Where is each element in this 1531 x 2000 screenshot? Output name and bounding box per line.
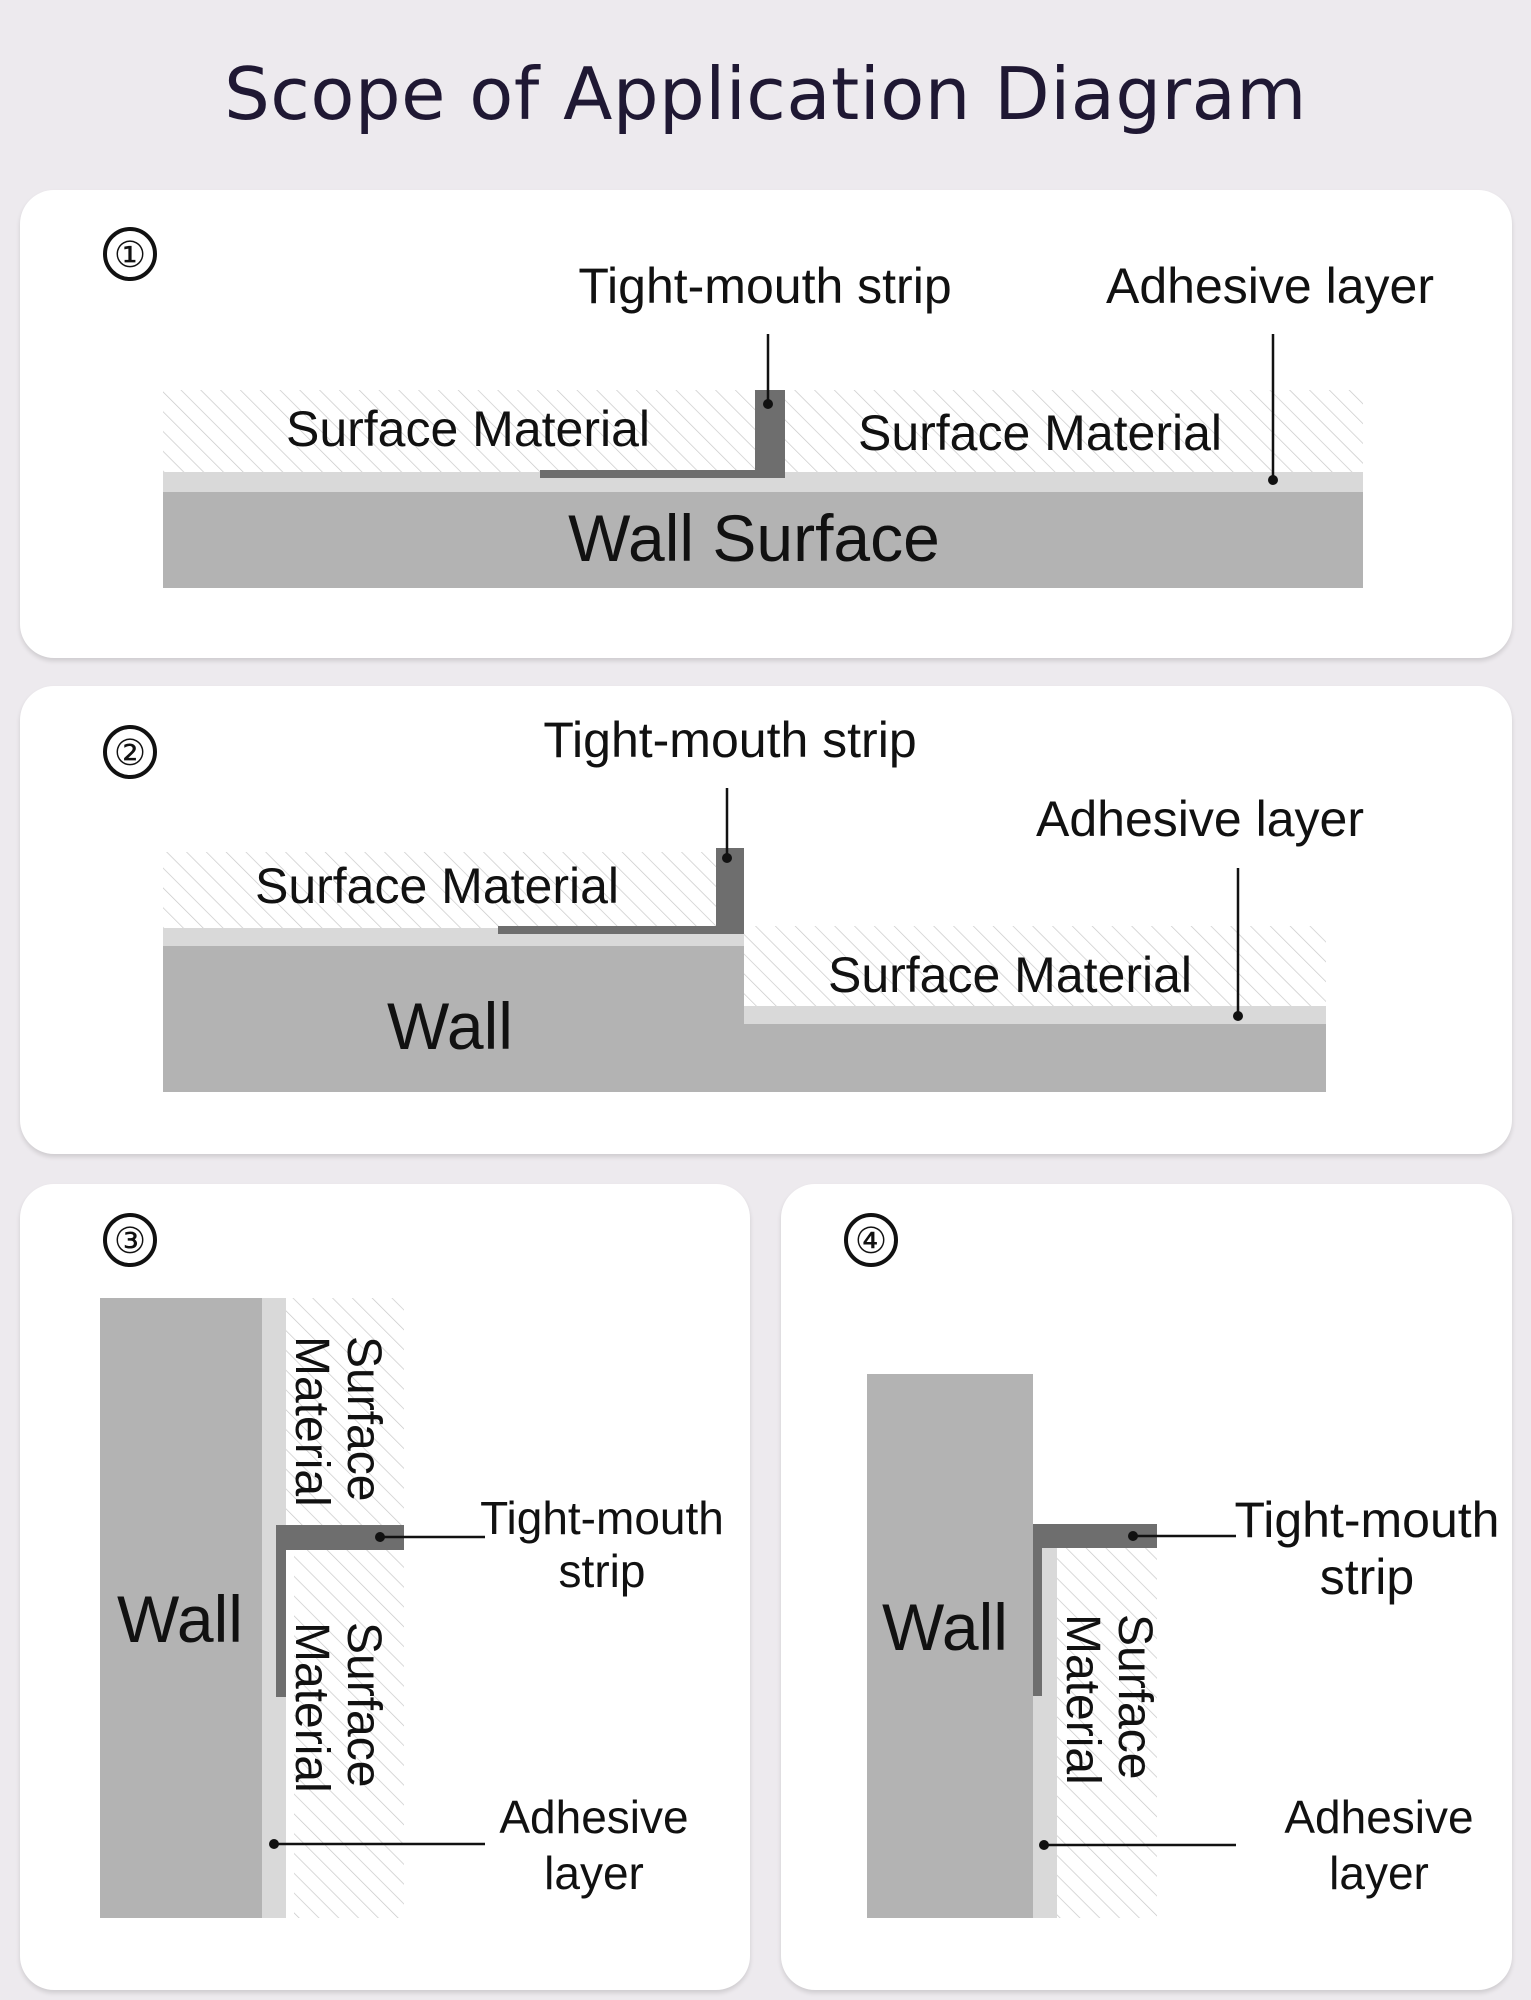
adhesive-label: Adhesive layer [1036,791,1364,847]
surface-material-lower-label: Surface Material [285,1622,390,1793]
adhesive-label-line-2: layer [544,1847,644,1899]
surface-material-label: Surface Material [1056,1614,1161,1785]
surface-material-right [744,926,1326,1006]
adhesive-leader-line [1268,334,1278,485]
diagram-panel-2: ② Tight-mouth strip Adhesive layer Surfa… [20,686,1512,1154]
panel-number: ② [114,732,146,773]
panel-number: ① [114,234,146,275]
wall-label: Wall [882,1590,1008,1664]
page-title: Scope of Application Diagram [224,52,1307,136]
adhesive-label-line-1: Adhesive [1284,1791,1473,1843]
wall [163,946,1326,1092]
surface-material-right-label: Surface Material [858,405,1222,461]
strip-leader-line [375,1532,485,1542]
diagram-panel-4: ④ Wall Surface Material Tight-mouth stri… [781,1184,1512,1990]
svg-text:Material: Material [285,1336,338,1507]
adhesive-leader-line [1039,1840,1236,1850]
strip-label-line-2: strip [559,1545,646,1597]
panel-number-badge: ④ [844,1213,898,1267]
adhesive-label-line-1: Adhesive [499,1791,688,1843]
adhesive-label: Adhesive layer [1106,258,1434,314]
wall [867,1374,1033,1918]
surface-material-lower [294,1550,404,1918]
panel-1-diagram: ① Tight-mouth strip Adhesive layer Surfa… [103,227,1434,588]
strip-leader-line [763,334,773,409]
surface-material [1057,1548,1157,1918]
svg-text:Surface: Surface [337,1622,390,1787]
adhesive-label-line-2: layer [1329,1847,1429,1899]
wall [100,1298,262,1918]
tight-mouth-strip [498,848,744,934]
adhesive-leader-line [1233,868,1243,1021]
wall-label: Wall [117,1582,243,1656]
adhesive-layer-right [744,1006,1326,1024]
adhesive-leader-line [269,1839,485,1849]
strip-leader-line [1128,1531,1236,1541]
panel-number-badge: ① [103,227,157,281]
strip-label: Tight-mouth strip [578,258,951,314]
surface-material-left-label: Surface Material [286,401,650,457]
surface-material-upper-label: Surface Material [285,1336,390,1507]
panel-4-diagram: ④ Wall Surface Material Tight-mouth stri… [844,1213,1500,1918]
panel-number: ③ [114,1220,146,1261]
strip-leader-line [722,788,732,863]
wall-label: Wall [387,989,513,1063]
surface-material-left-label: Surface Material [255,858,619,914]
svg-text:Material: Material [285,1622,338,1793]
panel-2-diagram: ② Tight-mouth strip Adhesive layer Surfa… [103,712,1364,1092]
strip-label-line-2: strip [1320,1549,1414,1605]
surface-material-left [163,852,723,928]
adhesive-layer [163,472,1363,492]
tight-mouth-strip [1033,1524,1157,1696]
panel-number: ④ [855,1220,887,1261]
strip-label-line-1: Tight-mouth [1235,1492,1500,1548]
svg-text:Material: Material [1056,1614,1109,1785]
surface-material-right [782,390,1363,472]
wall-surface [163,492,1363,588]
surface-material-right-label: Surface Material [828,947,1192,1003]
panel-number-badge: ③ [103,1213,157,1267]
svg-text:Surface: Surface [337,1336,390,1501]
wall-surface-label: Wall Surface [568,501,940,575]
diagram-panel-1: ① Tight-mouth strip Adhesive layer Surfa… [20,190,1512,658]
svg-text:Surface: Surface [1108,1614,1161,1779]
surface-material-upper [286,1298,404,1528]
diagram-panel-3: ③ Wall Surface Material Surface Material… [20,1184,750,1990]
strip-label-line-1: Tight-mouth [480,1492,724,1544]
panel-number-badge: ② [103,725,157,779]
strip-label: Tight-mouth strip [543,712,916,768]
surface-material-left [163,390,763,472]
panel-3-diagram: ③ Wall Surface Material Surface Material… [100,1213,724,1918]
